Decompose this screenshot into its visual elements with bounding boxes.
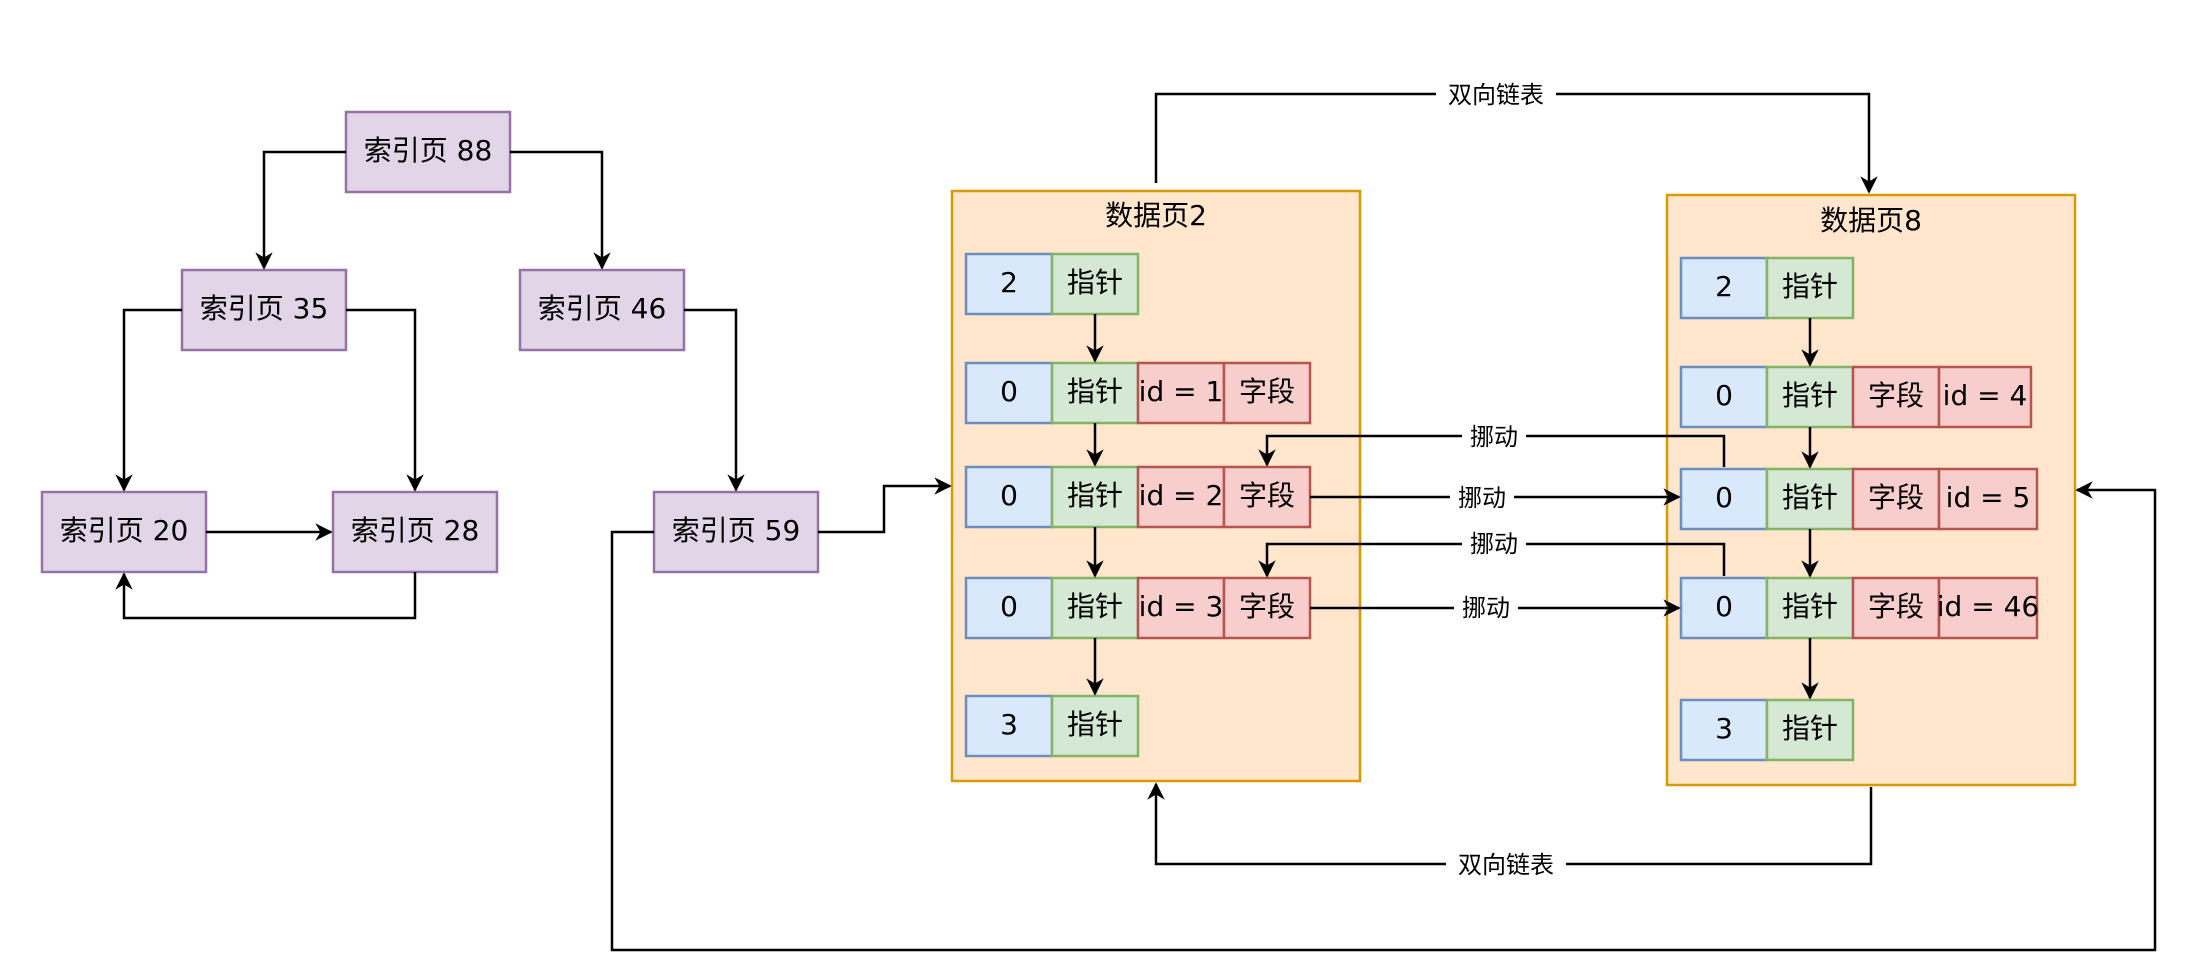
dp2-row-4: 3 指针 [964, 694, 1140, 758]
edge-28-to-20 [115, 572, 417, 620]
edge-88-to-35 [255, 150, 346, 270]
dp8-row-3-field: 字段 [1868, 590, 1924, 623]
edge-59-to-page-8 [610, 481, 2157, 952]
dp2-row-2: 0 指针 id = 2 字段 [964, 465, 1312, 529]
dp8-row-0: 2 指针 [1679, 256, 1855, 320]
data-page-2-title: 数据页2 [1105, 199, 1207, 232]
index-page-28-label: 索引页 28 [351, 514, 480, 547]
dp2-row-4-pointer: 指针 [1067, 708, 1123, 741]
dp2-row-4-num: 3 [1000, 708, 1018, 741]
index-page-20-label: 索引页 20 [60, 514, 189, 547]
dp8-row-2-pointer: 指针 [1782, 481, 1838, 514]
dp2-row-2-pointer: 指针 [1067, 479, 1123, 512]
dp8-row-3-pointer: 指针 [1782, 590, 1838, 623]
dp8-row-2: 0 指针 字段 id = 5 [1679, 467, 2039, 531]
dp8-row-1: 0 指针 字段 id = 4 [1679, 365, 2033, 429]
edge-46-to-59 [684, 308, 745, 492]
edge-35-to-28 [346, 308, 424, 492]
dp8-row-1-pointer: 指针 [1782, 379, 1838, 412]
dp8-row-2-num: 0 [1715, 481, 1733, 514]
dp2-row-0: 2 指针 [964, 252, 1140, 316]
edge-88-to-46 [510, 150, 611, 270]
dp2-row-3-field: 字段 [1239, 590, 1295, 623]
dp8-row-1-field: 字段 [1868, 379, 1924, 412]
doubly-linked-top-bg [1436, 80, 1556, 108]
dp8-row-1-id: id = 4 [1943, 379, 2028, 412]
edge-35-to-20 [115, 308, 182, 492]
move-4-bg [1454, 596, 1518, 622]
dp2-row-2-field: 字段 [1239, 479, 1295, 512]
index-page-20[interactable]: 索引页 20 [40, 490, 208, 574]
dp8-row-2-field: 字段 [1868, 481, 1924, 514]
index-page-46-label: 索引页 46 [538, 292, 667, 325]
dp8-row-2-id: id = 5 [1946, 481, 2031, 514]
dp2-row-1-num: 0 [1000, 375, 1018, 408]
index-page-35-label: 索引页 35 [200, 292, 329, 325]
dp8-row-4-pointer: 指针 [1782, 712, 1838, 745]
dp8-row-0-pointer: 指针 [1782, 270, 1838, 303]
index-page-28[interactable]: 索引页 28 [331, 490, 499, 574]
dp8-row-1-num: 0 [1715, 379, 1733, 412]
dp8-row-0-num: 2 [1715, 270, 1733, 303]
dp2-row-3-num: 0 [1000, 590, 1018, 623]
dp2-row-1-id: id = 1 [1139, 375, 1224, 408]
move-label-2: 挪动 [1458, 484, 1506, 512]
dp8-row-3: 0 指针 字段 id = 46 [1679, 576, 2039, 640]
doubly-linked-top-label: 双向链表 [1448, 81, 1544, 109]
dp2-row-3: 0 指针 id = 3 字段 [964, 576, 1312, 640]
dp2-row-3-id: id = 3 [1139, 590, 1224, 623]
dp2-row-3-pointer: 指针 [1067, 590, 1123, 623]
dp8-row-3-id: id = 46 [1937, 590, 2039, 623]
index-page-88-label: 索引页 88 [364, 134, 493, 167]
dp2-row-1-pointer: 指针 [1067, 375, 1123, 408]
dp2-row-0-num: 2 [1000, 266, 1018, 299]
dp2-row-1: 0 指针 id = 1 字段 [964, 361, 1312, 425]
move-3-bg [1462, 532, 1526, 558]
dp8-row-4-num: 3 [1715, 712, 1733, 745]
data-page-8-title: 数据页8 [1820, 204, 1922, 237]
dp2-row-2-id: id = 2 [1139, 479, 1224, 512]
index-page-59[interactable]: 索引页 59 [652, 490, 820, 574]
move-label-1: 挪动 [1470, 423, 1518, 451]
dp8-row-4: 3 指针 [1679, 698, 1855, 762]
index-page-59-label: 索引页 59 [672, 514, 801, 547]
doubly-linked-bottom-label: 双向链表 [1458, 851, 1554, 879]
move-2-bg [1450, 485, 1514, 511]
doubly-linked-bottom-bg [1446, 850, 1566, 878]
dp2-row-0-pointer: 指针 [1067, 266, 1123, 299]
dp8-row-3-num: 0 [1715, 590, 1733, 623]
dp2-row-2-num: 0 [1000, 479, 1018, 512]
index-page-88[interactable]: 索引页 88 [344, 110, 512, 194]
move-label-3: 挪动 [1470, 530, 1518, 558]
move-label-4: 挪动 [1462, 594, 1510, 622]
dp2-row-1-field: 字段 [1239, 375, 1295, 408]
index-page-46[interactable]: 索引页 46 [518, 268, 686, 352]
edge-59-to-page-2 [818, 477, 952, 534]
index-page-35[interactable]: 索引页 35 [180, 268, 348, 352]
move-1-bg [1462, 424, 1526, 450]
